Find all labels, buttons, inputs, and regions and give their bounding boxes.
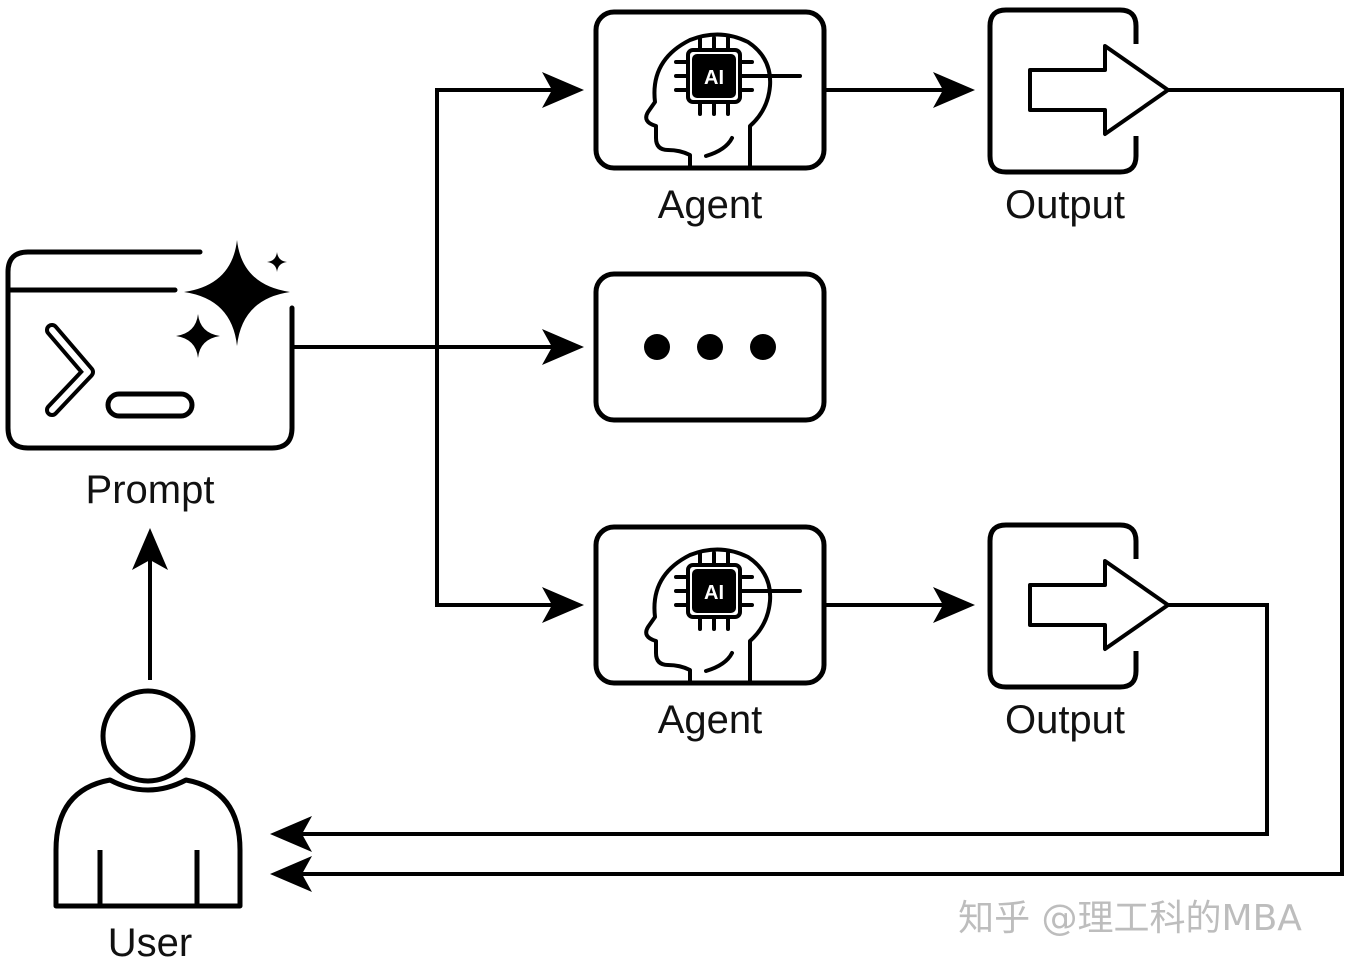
sparkle-icon — [176, 240, 290, 358]
arrowhead-output-bottom — [933, 587, 975, 623]
user-icon — [53, 688, 243, 909]
terminal-sparkle-icon — [5, 249, 295, 451]
ellipsis-icon — [644, 334, 776, 360]
arrowhead-user-1 — [270, 816, 312, 852]
arrowhead-prompt — [132, 528, 168, 570]
watermark: 知乎 @理工科的MBA — [958, 898, 1302, 939]
arrowhead-output-top — [933, 72, 975, 108]
output-bottom-label: Output — [1005, 698, 1125, 742]
output-arrow-icon — [987, 522, 1170, 690]
agent-top-node: AI Agent — [593, 9, 827, 227]
arrowhead-user-2 — [270, 856, 312, 892]
agent-bottom-label: Agent — [658, 698, 763, 742]
user-node: User — [53, 556, 243, 965]
output-top-label: Output — [1005, 183, 1125, 227]
output-top-node: Output — [987, 7, 1170, 227]
edge-prompt-to-agents — [435, 88, 578, 607]
prompt-fanout-connectors — [292, 88, 578, 607]
edge-output-bottom-to-user — [300, 603, 1269, 836]
ellipsis-box — [593, 271, 827, 423]
agent-top-label: Agent — [658, 183, 763, 227]
prompt-label: Prompt — [86, 468, 215, 512]
arrowhead-agent-middle — [542, 329, 584, 365]
arrowhead-agent-bottom — [542, 587, 584, 623]
output-arrow-icon — [987, 7, 1170, 175]
arrowhead-agent-top — [542, 72, 584, 108]
agent-middle-node — [593, 271, 827, 423]
prompt-node: Prompt — [5, 240, 295, 512]
agent-bottom-node: AI Agent — [593, 524, 827, 742]
arrowheads — [132, 72, 975, 892]
ai-head-icon — [644, 547, 802, 683]
edge-output-top-to-user — [300, 88, 1344, 876]
feedback-connectors — [300, 88, 1344, 876]
ai-chip-text: AI — [704, 582, 724, 604]
ai-chip-text: AI — [704, 67, 724, 89]
ai-head-icon — [644, 32, 802, 168]
user-label: User — [108, 921, 192, 965]
output-bottom-node: Output — [987, 522, 1170, 742]
